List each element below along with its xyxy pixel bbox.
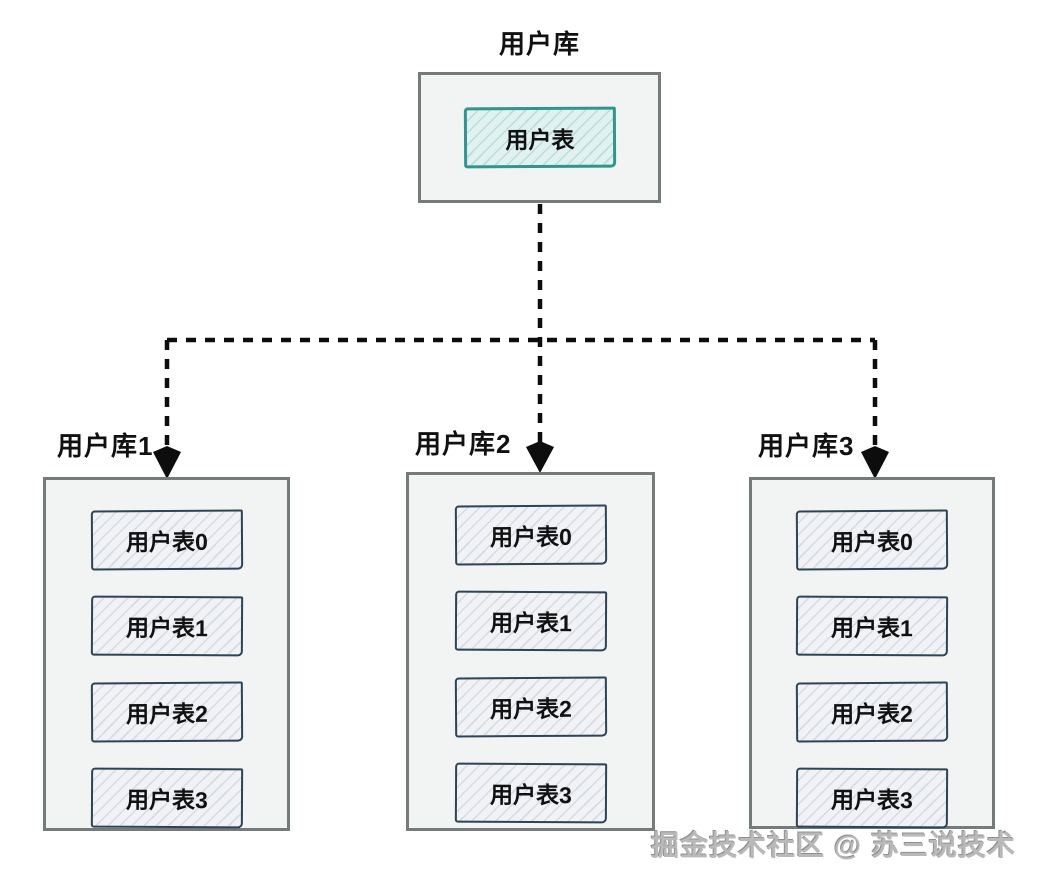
shard1-table-3: 用户表3 bbox=[90, 767, 243, 829]
arrowhead-left-icon bbox=[153, 446, 181, 479]
shard2-box: 用户表0 用户表1 用户表2 用户表3 bbox=[406, 472, 655, 831]
watermark: 掘金技术社区 @ 苏三说技术 bbox=[651, 830, 1016, 861]
top-db-title: 用户库 bbox=[498, 29, 580, 59]
shard2-label: 用户库2 bbox=[415, 429, 512, 459]
shard3-label: 用户库3 bbox=[758, 431, 855, 461]
shard3-table-2: 用户表2 bbox=[795, 681, 949, 743]
shard2-table-3: 用户表3 bbox=[454, 762, 607, 824]
shard3-table-3: 用户表3 bbox=[795, 767, 949, 829]
top-user-table: 用户表 bbox=[463, 106, 616, 169]
shard2-table-0: 用户表0 bbox=[454, 504, 607, 566]
shard3-table-1: 用户表1 bbox=[795, 595, 949, 657]
shard1-label: 用户库1 bbox=[57, 431, 154, 461]
arrowhead-center-icon bbox=[526, 441, 554, 473]
arrowhead-right-icon bbox=[861, 446, 889, 479]
shard1-table-2: 用户表2 bbox=[90, 681, 243, 743]
shard3-table-0: 用户表0 bbox=[795, 509, 949, 571]
shard1-box: 用户表0 用户表1 用户表2 用户表3 bbox=[43, 477, 290, 831]
shard2-table-1: 用户表1 bbox=[454, 590, 607, 652]
top-db-box: 用户表 bbox=[418, 72, 661, 203]
shard1-table-0: 用户表0 bbox=[90, 509, 243, 571]
shard2-table-2: 用户表2 bbox=[454, 676, 607, 738]
shard3-box: 用户表0 用户表1 用户表2 用户表3 bbox=[749, 477, 995, 829]
shard1-table-1: 用户表1 bbox=[90, 595, 243, 657]
